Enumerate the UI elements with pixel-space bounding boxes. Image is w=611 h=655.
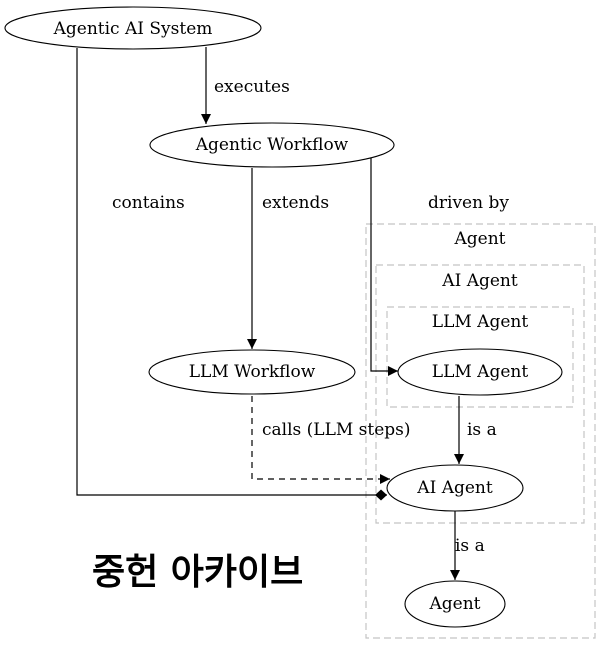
edge-is-a-ai-to-agent: is a (450, 511, 485, 580)
cluster-ai-agent-box (375, 264, 585, 524)
node-llm-agent-label: LLM Agent (432, 362, 529, 382)
cluster-llm-agent: LLM Agent (386, 306, 574, 408)
edge-driven-by: driven by (370, 158, 509, 376)
cluster-agent-label: Agent (454, 229, 506, 249)
edge-driven-by-label: driven by (428, 193, 509, 213)
node-agentic-ai-system: Agentic AI System (4, 6, 262, 50)
edge-contains: contains (76, 48, 387, 501)
cluster-ai-agent-label: AI Agent (441, 271, 518, 291)
cluster-ai-agent: AI Agent (375, 264, 585, 524)
cluster-agent: Agent (365, 223, 596, 639)
node-llm-agent: LLM Agent (397, 348, 563, 396)
node-llm-workflow-label: LLM Workflow (189, 362, 316, 382)
edge-driven-by-line (370, 158, 398, 376)
node-agent-label: Agent (429, 594, 481, 614)
edge-executes: executes (201, 47, 290, 124)
node-llm-workflow: LLM Workflow (148, 349, 356, 395)
node-agent-shape (404, 580, 506, 628)
cluster-llm-agent-box (386, 306, 574, 408)
node-agentic-ai-system-label: Agentic AI System (53, 19, 213, 39)
node-agentic-workflow-label: Agentic Workflow (195, 135, 349, 155)
edge-calls-label: calls (LLM steps) (262, 420, 411, 440)
node-agent: Agent (404, 580, 506, 628)
edge-extends-label: extends (262, 193, 329, 213)
node-ai-agent-label: AI Agent (416, 478, 493, 498)
node-agentic-workflow-shape (149, 122, 395, 168)
edge-contains-diamond (375, 489, 387, 501)
cluster-llm-agent-label: LLM Agent (432, 312, 529, 332)
edge-contains-line (76, 48, 387, 496)
node-ai-agent-shape (386, 464, 524, 512)
node-llm-agent-shape (397, 348, 563, 396)
edge-extends: extends (247, 168, 329, 349)
node-agentic-workflow: Agentic Workflow (149, 122, 395, 168)
node-llm-workflow-shape (148, 349, 356, 395)
cluster-agent-box (365, 223, 596, 639)
edge-executes-label: executes (214, 77, 290, 97)
edge-is-a-llm-to-ai-label: is a (467, 420, 497, 440)
edge-calls: calls (LLM steps) (251, 396, 411, 484)
edge-calls-line (251, 396, 390, 484)
watermark-text: 중헌 아카이브 (92, 552, 303, 593)
edge-is-a-ai-to-agent-label: is a (455, 536, 485, 556)
node-agentic-ai-system-shape (4, 6, 262, 50)
node-ai-agent: AI Agent (386, 464, 524, 512)
edge-contains-label: contains (112, 193, 185, 213)
edge-is-a-llm-to-ai: is a (454, 396, 497, 464)
